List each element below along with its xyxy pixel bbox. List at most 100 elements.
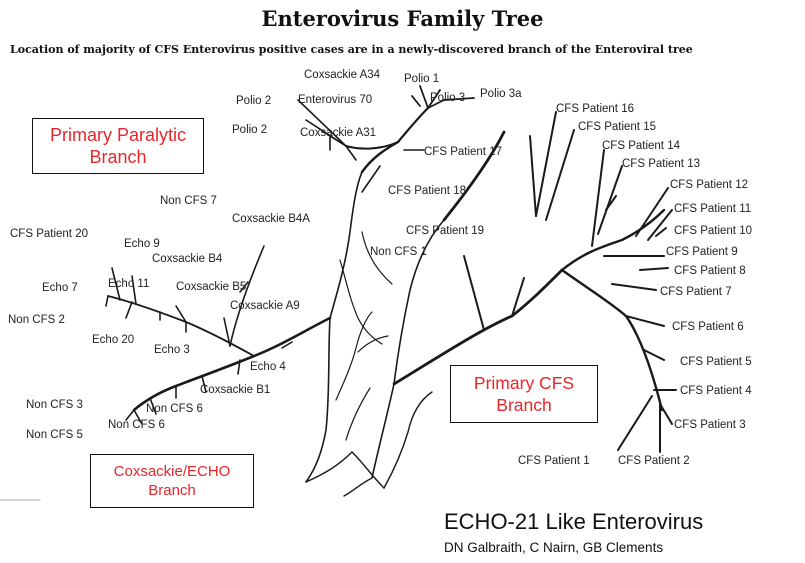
leaf-cfs6	[625, 315, 665, 327]
leaf-a-small	[345, 145, 357, 161]
branch-left-main	[132, 316, 332, 412]
label-cfs-patient-20: CFS Patient 20	[10, 228, 88, 240]
label-echo-3: Echo 3	[154, 344, 190, 356]
label-coxsackie-b4: Coxsackie B4	[152, 253, 223, 265]
label-non-cfs-7: Non CFS 7	[160, 195, 217, 207]
leaf-cfs5	[643, 349, 665, 361]
leaf-polio3a	[443, 97, 475, 101]
label-cfs-patient-8: CFS Patient 8	[674, 265, 746, 277]
bark-line-5	[357, 335, 389, 353]
primary-paralytic-line2: Branch	[89, 147, 147, 167]
label-non-cfs-5: Non CFS 5	[26, 429, 83, 441]
primary-paralytic-line1: Primary Paralytic	[49, 125, 187, 145]
label-cfs-patient-14: CFS Patient 14	[602, 140, 680, 152]
bark-line-3	[339, 259, 383, 345]
label-non-cfs-1: Non CFS 1	[370, 246, 427, 258]
label-non-cfs-3: Non CFS 3	[26, 399, 83, 411]
leaf-cfs8	[639, 267, 669, 271]
leaf-echo9	[111, 267, 121, 301]
bark-line-2	[345, 387, 371, 441]
leaf-cfs7	[611, 283, 657, 291]
label-non-cfs-2: Non CFS 2	[8, 314, 65, 326]
label-cfs-patient-1: CFS Patient 1	[518, 455, 590, 467]
leaf-noncfs1	[463, 255, 485, 331]
leaf-coxsackie-b4	[175, 305, 187, 323]
leaf-cfs18-stub	[361, 165, 381, 193]
leaf-cfs13	[597, 165, 623, 235]
root-2	[351, 451, 385, 489]
branch-coxsackie-a	[345, 141, 399, 150]
trunk-left-edge	[329, 171, 363, 319]
leaf-noncfs5	[133, 409, 143, 425]
root-5	[407, 391, 433, 433]
leaf-cfs11	[647, 209, 673, 241]
label-polio-1: Polio 1	[404, 73, 440, 85]
label-polio-3: Polio 3	[430, 92, 466, 104]
branch-right-main	[392, 268, 564, 386]
leaf-b4a-side	[239, 281, 249, 293]
bark-line-1	[335, 311, 373, 401]
diagram-title: Enterovirus Family Tree	[261, 6, 544, 31]
primary-cfs-branch-box: Primary CFS Branch	[450, 365, 598, 423]
label-echo-11: Echo 11	[108, 278, 150, 290]
branch-right-upper	[442, 130, 506, 222]
footer-credit: DN Galbraith, C Nairn, GB Clements	[444, 540, 664, 555]
leaf-echo4	[281, 341, 293, 349]
label-cfs-patient-18: CFS Patient 18	[388, 185, 466, 197]
leaf-cfs12	[635, 187, 669, 237]
leaf-cox-b1	[237, 359, 241, 375]
leaf-nonCFS2	[105, 295, 109, 307]
label-cfs-patient-4: CFS Patient 4	[680, 385, 752, 397]
bark-line-4	[361, 231, 393, 285]
label-coxsackie-b4a: Coxsackie B4A	[232, 213, 310, 225]
label-cfs-patient-2: CFS Patient 2	[618, 455, 690, 467]
label-echo-9: Echo 9	[124, 238, 160, 250]
label-cfs-patient-19: CFS Patient 19	[406, 225, 484, 237]
leaf-echo20	[125, 301, 133, 319]
label-cfs-patient-16: CFS Patient 16	[556, 103, 634, 115]
label-cfs-patient-12: CFS Patient 12	[670, 179, 748, 191]
leaf-cfs17	[529, 135, 537, 217]
label-enterovirus-70: Enterovirus 70	[298, 94, 373, 106]
label-cfs-patient-13: CFS Patient 13	[622, 158, 700, 170]
leaf-polio-mini	[411, 95, 421, 107]
leaf-noncfs6a	[201, 375, 207, 393]
leaf-cfs16	[535, 111, 557, 217]
label-cfs-patient-10: CFS Patient 10	[674, 225, 752, 237]
leaf-enterovirus70	[297, 99, 347, 147]
root-3	[343, 477, 373, 497]
leaf-noncfs-c	[149, 397, 157, 415]
leaf-cfs15	[545, 129, 575, 221]
branch-cfs-upper	[560, 208, 666, 272]
leaf-coxsackie-b4a	[229, 245, 265, 347]
leaf-cfs13b	[605, 195, 617, 211]
leaf-cfs19	[511, 277, 525, 317]
label-cfs-patient-15: CFS Patient 15	[578, 121, 656, 133]
primary-cfs-line1: Primary CFS	[473, 373, 575, 393]
trunk-right-edge	[393, 219, 445, 385]
label-coxsackie-a31: Coxsackie A31	[300, 127, 377, 139]
trunk-right-base	[371, 383, 395, 479]
label-cfs-patient-6: CFS Patient 6	[672, 321, 744, 333]
label-non-cfs-6-a: Non CFS 6	[146, 403, 203, 415]
diagram-subtitle: Location of majority of CFS Enterovirus …	[10, 43, 693, 56]
label-polio-2-a: Polio 2	[236, 95, 272, 107]
leaf-noncfs3	[125, 409, 135, 421]
label-coxsackie-a34: Coxsackie A34	[304, 69, 381, 81]
coxsackie-echo-line1: Coxsackie/ECHO	[113, 463, 231, 480]
coxsackie-echo-branch-box: Coxsackie/ECHO Branch	[90, 454, 254, 508]
coxsackie-echo-line2: Branch	[148, 482, 196, 499]
branch-polio-main	[396, 106, 430, 144]
leaf-cfs1	[617, 395, 653, 451]
leaf-polio1	[419, 85, 429, 109]
label-coxsackie-b1: Coxsackie B1	[200, 384, 271, 396]
label-cfs-patient-17: CFS Patient 17	[424, 146, 502, 158]
label-cfs-patient-7: CFS Patient 7	[660, 286, 732, 298]
leaf-b5	[223, 317, 231, 347]
label-echo-4: Echo 4	[250, 361, 286, 373]
label-non-cfs-6-b: Non CFS 6	[108, 419, 165, 431]
primary-cfs-line2: Branch	[496, 395, 552, 415]
primary-paralytic-branch-box: Primary Paralytic Branch	[32, 118, 204, 174]
